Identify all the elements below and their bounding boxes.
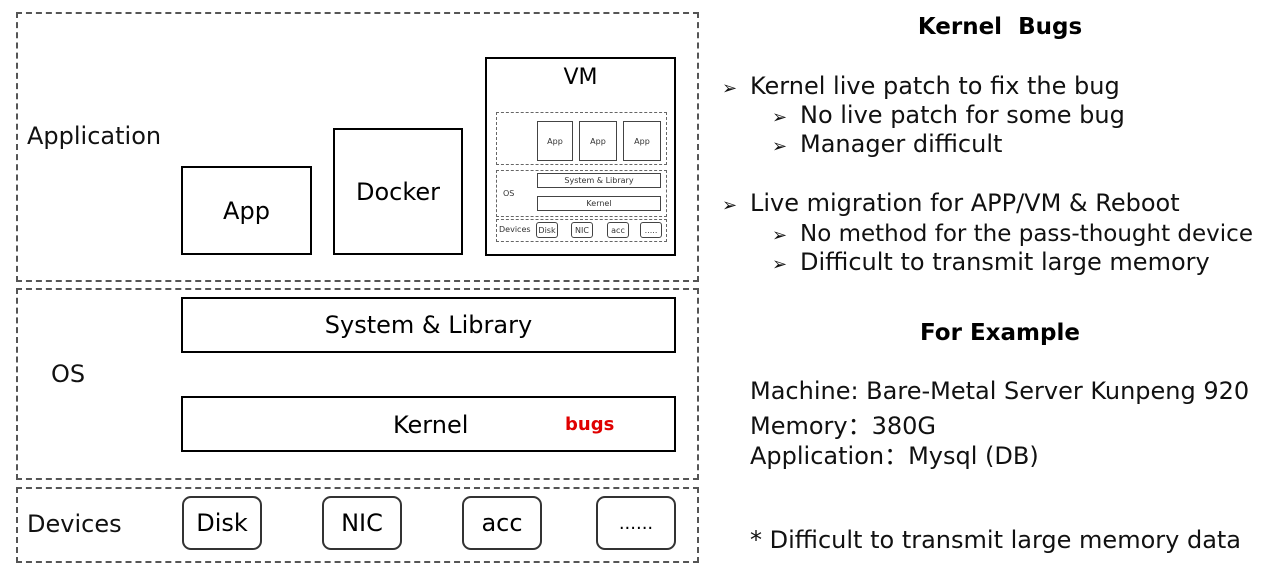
triangle-right-bullet-icon: ➢ — [722, 195, 738, 216]
vm-device-acc: acc — [607, 222, 629, 238]
vm-system-library-box: System & Library — [537, 173, 661, 188]
bullet-live-patch: ➢ Kernel live patch to fix the bug — [722, 72, 1120, 100]
device-more: ...... — [596, 496, 676, 550]
docker-box-label: Docker — [355, 177, 441, 206]
app-box: App — [181, 166, 312, 255]
triangle-right-bullet-icon: ➢ — [772, 254, 788, 275]
device-nic: NIC — [322, 496, 402, 550]
triangle-right-bullet-icon: ➢ — [772, 136, 788, 157]
os-layer — [16, 288, 699, 480]
example-application: Application：Mysql (DB) — [750, 442, 1039, 470]
vm-app-box: App — [579, 121, 617, 161]
devices-layer-label: Devices — [27, 510, 122, 538]
sub-bullet-text: Manager difficult — [800, 130, 1003, 158]
device-disk: Disk — [182, 496, 262, 550]
vm-os-row — [496, 170, 667, 217]
sub-bullet: ➢ No live patch for some bug — [772, 101, 1125, 129]
sub-bullet: ➢ Manager difficult — [772, 130, 1002, 158]
device-more-label: ...... — [618, 512, 654, 534]
docker-box: Docker — [333, 128, 463, 255]
bullet-text: Kernel live patch to fix the bug — [750, 72, 1120, 100]
example-memory: Memory：380G — [750, 412, 937, 440]
sub-bullet-text: Difficult to transmit large memory — [800, 248, 1210, 276]
example-machine: Machine: Bare-Metal Server Kunpeng 920 — [750, 377, 1250, 405]
triangle-right-bullet-icon: ➢ — [772, 225, 788, 246]
kernel-bugs-heading: Kernel Bugs — [917, 14, 1083, 40]
vm-device-more: ..... — [640, 222, 662, 238]
vm-app-row — [496, 112, 667, 165]
vm-devices-label: Devices — [499, 225, 531, 234]
vm-title: VM — [563, 65, 598, 90]
devices-layer — [16, 487, 699, 563]
kernel-box: Kernel bugs — [181, 396, 676, 452]
vm-app-box: App — [537, 121, 573, 161]
vm-app-box: App — [623, 121, 661, 161]
os-layer-label: OS — [51, 360, 86, 388]
bugs-tag: bugs — [565, 414, 615, 435]
sub-bullet: ➢ No method for the pass-thought device — [772, 219, 1253, 247]
vm-devices-row — [496, 219, 667, 242]
sub-bullet-text: No method for the pass-thought device — [800, 221, 1253, 247]
device-nic-label: NIC — [341, 509, 383, 537]
application-layer-label: Application — [27, 122, 162, 150]
sub-bullet-text: No live patch for some bug — [800, 101, 1125, 129]
system-library-label: System & Library — [324, 311, 533, 339]
triangle-right-bullet-icon: ➢ — [722, 78, 738, 99]
system-library-box: System & Library — [181, 297, 676, 353]
vm-device-nic: NIC — [571, 222, 593, 238]
device-disk-label: Disk — [196, 509, 248, 537]
kernel-label: Kernel — [393, 411, 469, 439]
application-layer — [16, 12, 699, 282]
footnote: * Difficult to transmit large memory dat… — [750, 526, 1242, 554]
vm-os-label: OS — [503, 189, 515, 198]
vm-device-disk: Disk — [536, 222, 558, 238]
sub-bullet: ➢ Difficult to transmit large memory — [772, 248, 1210, 276]
app-box-label: App — [223, 196, 270, 225]
triangle-right-bullet-icon: ➢ — [772, 107, 788, 128]
vm-box: VM App App App OS System & Library Kerne… — [485, 57, 676, 256]
for-example-heading: For Example — [920, 320, 1080, 346]
bullet-live-migration: ➢ Live migration for APP/VM & Reboot — [722, 189, 1180, 217]
device-acc-label: acc — [481, 509, 523, 537]
device-acc: acc — [462, 496, 542, 550]
vm-kernel-box: Kernel — [537, 196, 661, 211]
bullet-text: Live migration for APP/VM & Reboot — [750, 189, 1180, 217]
